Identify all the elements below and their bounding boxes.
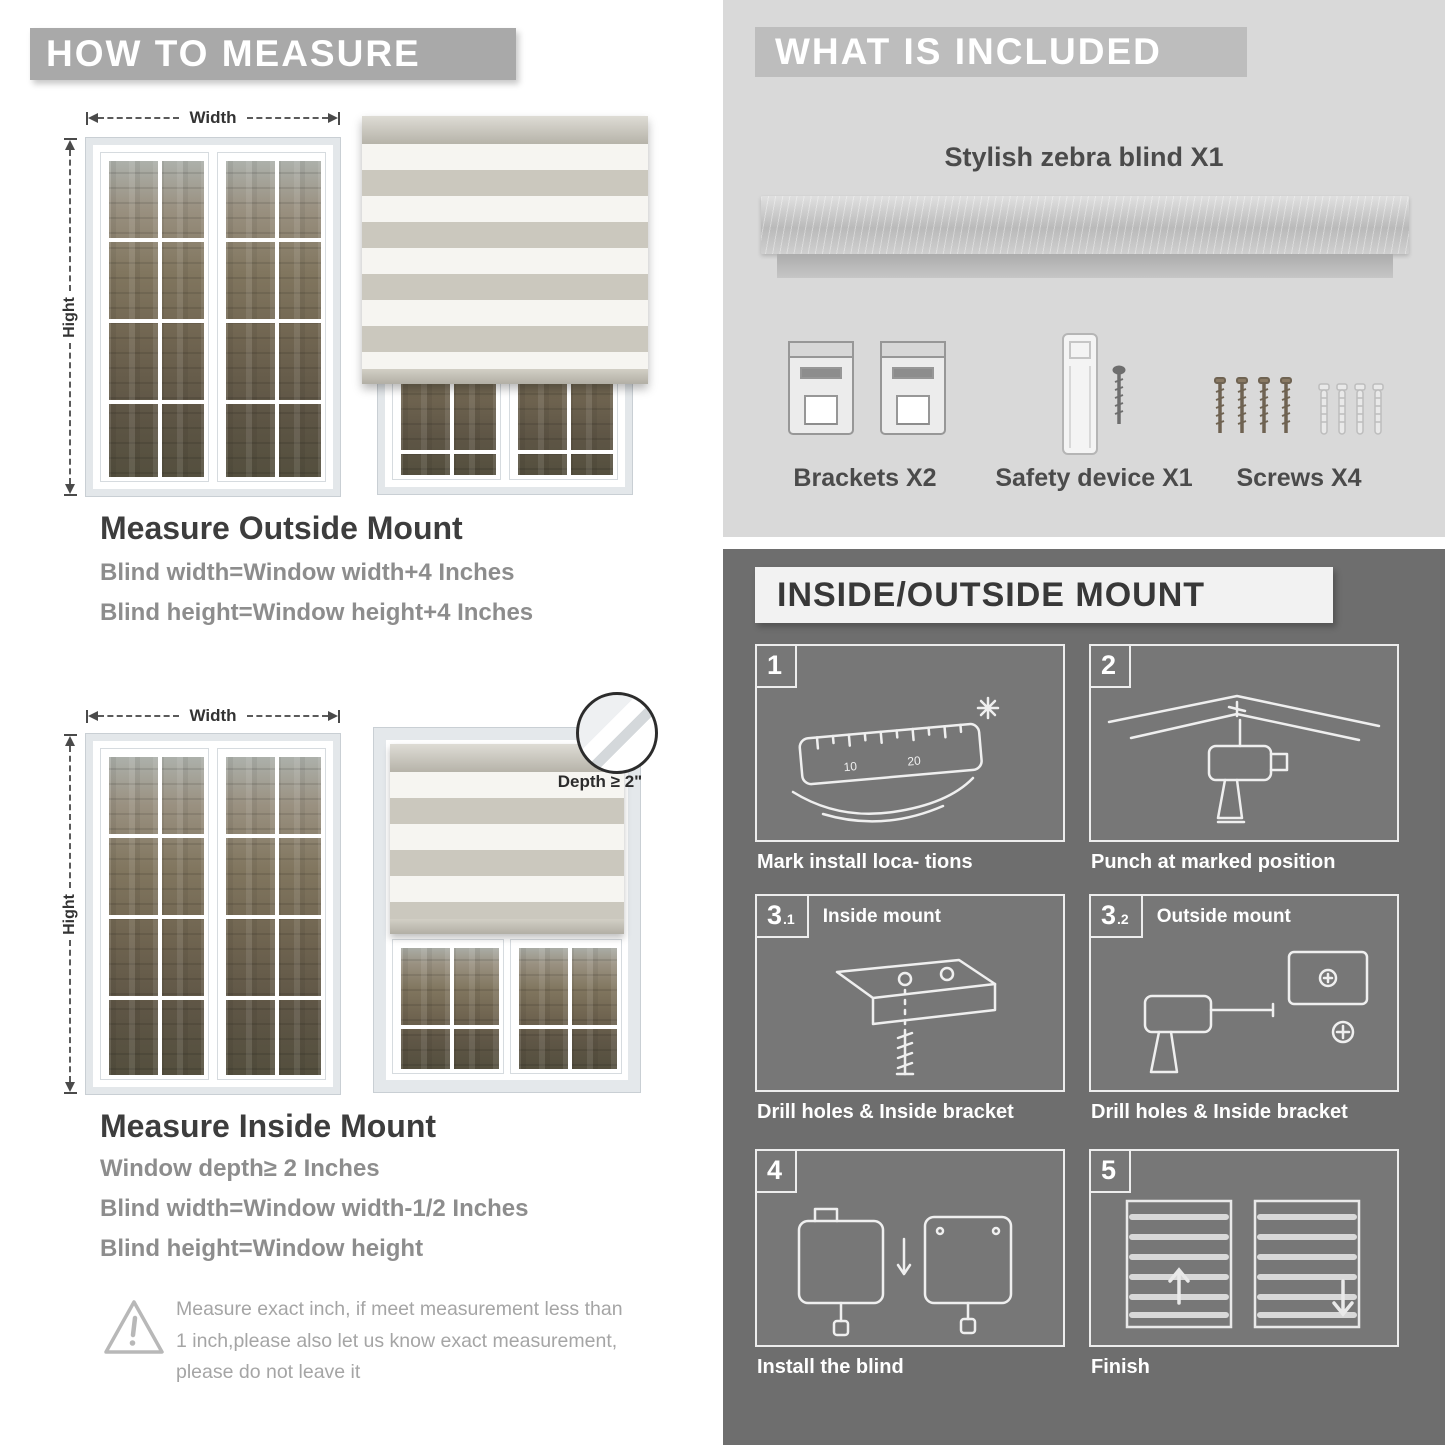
inside-mount-line-2: Blind width=Window width-1/2 Inches <box>100 1195 529 1222</box>
right-column: WHAT IS INCLUDED Stylish zebra blind X1 <box>722 0 1445 1445</box>
blind-bottom-rail <box>390 919 624 935</box>
step-panel-3-1: 3.1 Inside mount <box>755 894 1065 1092</box>
arrowhead-up-icon <box>65 140 75 150</box>
arrowhead-down-icon <box>65 1082 75 1092</box>
width-label: Width <box>189 108 237 127</box>
arrowhead-right-icon <box>328 113 338 123</box>
outside-mount-line-1: Blind width=Window width+4 Inches <box>100 559 515 586</box>
inside-mount-blind-illustration: Depth ≥ 2" <box>373 692 658 1093</box>
what-is-included-section: WHAT IS INCLUDED Stylish zebra blind X1 <box>723 0 1445 537</box>
width-label: Width <box>189 706 237 725</box>
product-name: Stylish zebra blind X1 <box>944 142 1224 172</box>
window-illustration-inside <box>85 733 341 1095</box>
inside-mount-line-1: Window depth≥ 2 Inches <box>100 1155 380 1182</box>
step-panel-4: 4 <box>755 1149 1065 1347</box>
height-label: Hight <box>61 893 78 935</box>
mount-steps-section: INSIDE/OUTSIDE MOUNT 1 10 20 <box>723 549 1445 1445</box>
window-sash <box>217 748 326 1080</box>
safety-device-label: Safety device X1 <box>995 464 1193 492</box>
safety-device-icon <box>1062 333 1126 455</box>
window-sash <box>510 939 622 1074</box>
blind-bottom-rail <box>362 369 648 384</box>
step-caption-6: Finish <box>1091 1356 1150 1378</box>
depth-zoom-callout <box>576 692 658 774</box>
window-sash <box>100 152 209 482</box>
step-caption-1: Mark install loca- tions <box>757 851 973 873</box>
how-to-measure-banner: HOW TO MEASURE <box>30 28 516 80</box>
outside-bracket-illustration <box>1143 950 1369 1074</box>
step-caption-3: Drill holes & Inside bracket <box>757 1101 1014 1123</box>
window-below-blind <box>390 937 624 1076</box>
svg-text:20: 20 <box>907 753 922 768</box>
window-frame <box>373 727 641 1093</box>
svg-text:10: 10 <box>843 759 858 774</box>
screws-and-anchors-icon <box>1214 377 1384 435</box>
screws-label: Screws X4 <box>1236 464 1362 492</box>
step-panel-5: 5 <box>1089 1149 1399 1347</box>
zebra-blind-illustration <box>390 744 624 935</box>
step-panel-3-2: 3.2 Outside mount <box>1089 894 1399 1092</box>
arrowhead-right-icon <box>328 711 338 721</box>
drill-ceiling-illustration <box>1107 694 1381 824</box>
blind-stripes <box>362 144 648 369</box>
measurement-warning-text: Measure exact inch, if meet measurement … <box>176 1298 623 1384</box>
step-panel-1: 1 10 20 <box>755 644 1065 842</box>
height-arrow-inside: Hight <box>60 734 80 1094</box>
arrowhead-left-icon <box>88 113 98 123</box>
arrowhead-down-icon <box>65 484 75 494</box>
brackets-label: Brackets X2 <box>793 464 937 492</box>
brackets-icon <box>788 341 946 435</box>
window-sash <box>217 152 326 482</box>
mark-location-illustration: 10 20 <box>791 696 1000 823</box>
inside-mount-line-3: Blind height=Window height <box>100 1235 424 1262</box>
window-sash <box>100 748 209 1080</box>
outside-mount-blind-illustration <box>362 116 648 495</box>
outside-mount-title: Measure Outside Mount <box>100 510 463 546</box>
blind-stripes <box>390 772 624 920</box>
step-caption-2: Punch at marked position <box>1091 851 1336 873</box>
height-arrow-outside: Hight <box>60 138 80 496</box>
width-arrow-inside: Width <box>86 706 340 726</box>
how-to-measure-section: HOW TO MEASURE Width Hight <box>0 0 722 1445</box>
what-is-included-banner: WHAT IS INCLUDED <box>755 27 1247 77</box>
outside-mount-line-2: Blind height=Window height+4 Inches <box>100 599 534 626</box>
inside-bracket-illustration <box>835 958 997 1076</box>
blind-headrail-illustration <box>761 196 1409 278</box>
step-caption-4: Drill holes & Inside bracket <box>1091 1101 1348 1123</box>
mount-banner: INSIDE/OUTSIDE MOUNT <box>755 567 1333 623</box>
height-label: Hight <box>61 296 78 338</box>
depth-note: Depth ≥ 2" <box>557 772 643 791</box>
blind-headrail <box>362 116 648 144</box>
warning-icon <box>104 1300 164 1354</box>
window-illustration-outside <box>85 137 341 497</box>
finish-illustration <box>1125 1199 1361 1329</box>
arrowhead-up-icon <box>65 736 75 746</box>
zebra-blind-illustration <box>362 116 648 384</box>
step-caption-5: Install the blind <box>757 1356 904 1378</box>
step-panel-2: 2 <box>1089 644 1399 842</box>
install-blind-illustration <box>797 1207 1013 1337</box>
inside-mount-title: Measure Inside Mount <box>100 1108 437 1144</box>
window-sash <box>392 939 504 1074</box>
width-arrow-outside: Width <box>86 108 340 128</box>
arrowhead-left-icon <box>88 711 98 721</box>
